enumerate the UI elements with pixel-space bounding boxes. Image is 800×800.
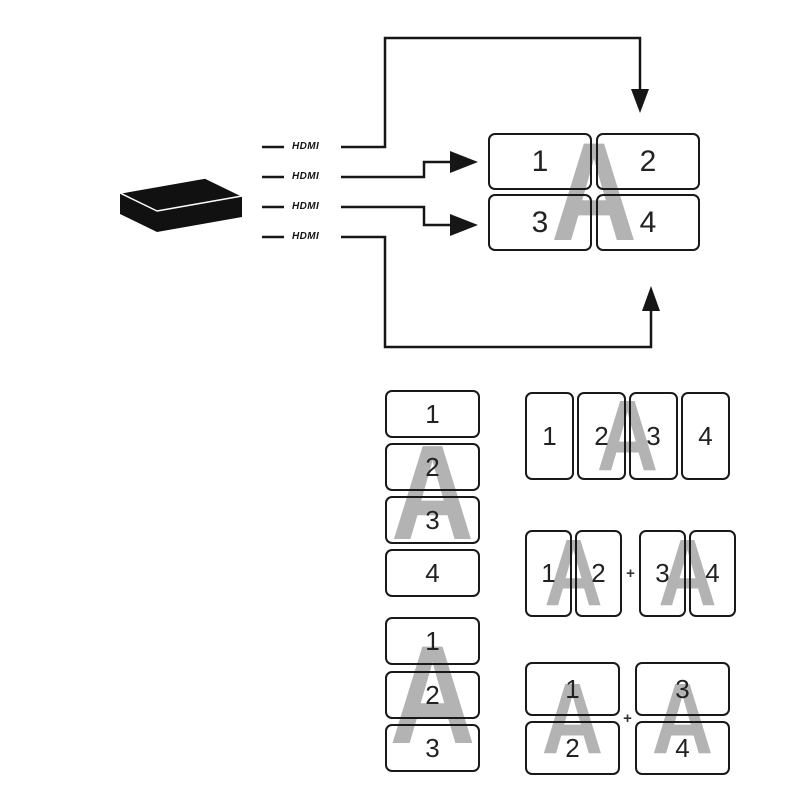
display-cell: 1 (525, 662, 620, 716)
wall-watermark-letter: A (544, 520, 603, 626)
display-number: 3 (655, 558, 670, 588)
main-video-wall-2x2: A 1 2 3 4 (488, 122, 700, 262)
display-cell: 2 (596, 133, 700, 190)
display-cell: 4 (385, 549, 480, 597)
plus-sign: + (626, 564, 635, 582)
wall-watermark-letter: A (389, 615, 476, 773)
display-number: 3 (425, 732, 440, 763)
layout-row-1x2-left: A 1 2 (525, 520, 622, 626)
wall-watermark-letter: A (541, 662, 604, 775)
display-number: 4 (639, 205, 657, 239)
display-number: 2 (639, 144, 657, 178)
display-cell: 2 (577, 392, 626, 480)
display-number: 4 (425, 557, 440, 588)
hdmi-label-1: HDMI (292, 141, 320, 152)
route-hdmi2 (341, 160, 450, 179)
display-number: 3 (425, 504, 440, 535)
display-number: 1 (565, 673, 580, 704)
display-number: 3 (531, 205, 549, 239)
source-device-box (119, 177, 243, 232)
display-cell: 4 (596, 194, 700, 251)
display-number: 2 (425, 679, 440, 710)
display-cell: 2 (385, 443, 480, 491)
display-number: 1 (531, 144, 549, 178)
arrow-down-icon (631, 89, 649, 113)
arrow-right-icon (450, 151, 478, 173)
display-cell: 3 (629, 392, 678, 480)
hdmi-port-dashes (262, 145, 284, 239)
wall-watermark-letter: A (658, 520, 717, 626)
display-number: 1 (542, 420, 557, 451)
display-cell: 1 (525, 530, 572, 617)
display-cell: 4 (689, 530, 736, 617)
display-number: 2 (565, 732, 580, 763)
hdmi-label-4: HDMI (292, 231, 320, 242)
plus-sign: + (623, 709, 632, 727)
wall-watermark-letter: A (651, 662, 714, 775)
display-cell: 2 (575, 530, 622, 617)
layout-row-1x2-right: A 3 4 (639, 520, 736, 626)
wall-watermark-letter: A (391, 417, 474, 568)
display-number: 3 (646, 420, 661, 451)
display-cell: 3 (385, 496, 480, 544)
hdmi-label-2: HDMI (292, 171, 320, 182)
display-cell: 1 (385, 390, 480, 438)
display-number: 1 (425, 398, 440, 429)
display-cell: 4 (681, 392, 730, 480)
display-cell: 2 (525, 721, 620, 775)
layout-column-4x1: A 1 2 3 4 (385, 390, 480, 597)
display-cell: 3 (385, 724, 480, 772)
route-hdmi3 (341, 205, 450, 227)
display-cell: 3 (635, 662, 730, 716)
layout-column-3x1: A 1 2 3 (385, 617, 480, 772)
layout-row-1x4: A 1 2 3 4 (525, 380, 730, 492)
display-number: 1 (541, 558, 556, 588)
display-cell: 1 (488, 133, 592, 190)
display-number: 4 (698, 420, 713, 451)
arrow-up-icon (642, 286, 660, 311)
display-cell: 1 (385, 617, 480, 665)
display-number: 2 (591, 558, 606, 588)
display-cell: 3 (639, 530, 686, 617)
display-number: 1 (425, 625, 440, 656)
layout-column-2x1-left: A 1 2 (525, 662, 620, 775)
display-number: 2 (594, 420, 609, 451)
arrow-right-icon (450, 214, 478, 236)
display-number: 4 (675, 732, 690, 763)
display-number: 3 (675, 673, 690, 704)
display-cell: 2 (385, 671, 480, 719)
hdmi-label-3: HDMI (292, 201, 320, 212)
display-number: 4 (705, 558, 720, 588)
wall-watermark-letter: A (596, 380, 659, 492)
display-cell: 3 (488, 194, 592, 251)
display-cell: 4 (635, 721, 730, 775)
display-cell: 1 (525, 392, 574, 480)
display-number: 2 (425, 451, 440, 482)
layout-column-2x1-right: A 3 4 (635, 662, 730, 775)
